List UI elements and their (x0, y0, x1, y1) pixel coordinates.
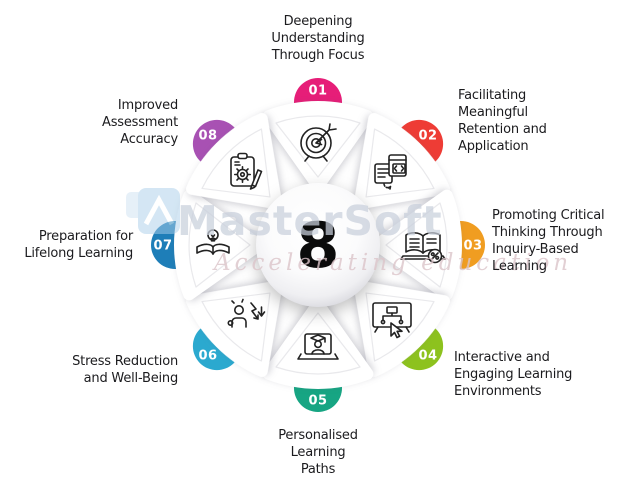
label-line: Understanding (271, 31, 365, 46)
label-line: Paths (300, 462, 336, 477)
stress-reduction-icon (227, 298, 266, 328)
badge-number-01: 01 (308, 84, 327, 99)
label-deepening-understanding: Deepening Understanding Through Focus (271, 13, 364, 64)
label-line: Application (458, 139, 529, 154)
label-line: Engaging Learning (454, 367, 573, 382)
label-critical-thinking: Promoting Critical Thinking Through Inqu… (492, 207, 605, 275)
label-line: Thinking Through (492, 225, 603, 240)
label-line: Facilitating (458, 88, 527, 103)
label-line: Deepening (283, 14, 353, 29)
label-meaningful-retention: Facilitating Meaningful Retention and Ap… (458, 87, 547, 155)
target-focus-icon (300, 123, 337, 162)
badge-number-06: 06 (198, 349, 217, 364)
petal-04 (325, 252, 471, 398)
badge-number-07: 07 (153, 239, 172, 254)
label-personalised-paths: Personalised Learning Paths (278, 427, 358, 478)
label-line: Interactive and (454, 350, 550, 365)
label-stress-reduction: Stress Reduction and Well-Being (72, 353, 178, 387)
label-line: Improved (117, 98, 178, 113)
clipboard-gear-icon (230, 152, 263, 190)
petal-05 (269, 304, 368, 412)
code-screens-icon (374, 154, 407, 190)
petal-08 (165, 92, 311, 238)
label-line: Meaningful (458, 105, 528, 120)
label-line: Preparation for (38, 229, 133, 244)
center-ball (256, 183, 380, 307)
label-line: Environments (454, 384, 542, 399)
badge-number-03: 03 (463, 239, 482, 254)
label-line: Stress Reduction (72, 354, 178, 369)
label-line: Promoting Critical (492, 208, 605, 223)
label-line: Accuracy (120, 132, 178, 147)
label-line: and Well-Being (83, 371, 179, 386)
badge-number-08: 08 (198, 129, 217, 144)
badge-number-04: 04 (418, 349, 437, 364)
label-line: Lifelong Learning (24, 246, 133, 261)
label-lifelong-learning: Preparation for Lifelong Learning (24, 228, 133, 262)
petal-06 (165, 252, 311, 398)
petal-01 (269, 78, 368, 186)
label-assessment-accuracy: Improved Assessment Accuracy (102, 97, 178, 148)
label-line: Inquiry-Based (492, 242, 579, 257)
online-learner-icon (297, 333, 339, 360)
label-engaging-environments: Interactive and Engaging Learning Enviro… (454, 349, 572, 400)
label-line: Learning (290, 445, 346, 460)
interactive-screen-icon (372, 302, 412, 339)
open-book-percent-icon (400, 232, 446, 264)
badge-number-05: 05 (308, 394, 327, 409)
petal-03 (377, 196, 485, 295)
label-line: Assessment (102, 115, 178, 130)
center-number: 8 (296, 209, 339, 282)
label-line: Personalised (278, 428, 358, 443)
label-line: Retention and (458, 122, 547, 137)
book-lightbulb-icon (196, 229, 230, 255)
label-line: Learning (492, 259, 547, 274)
badge-number-02: 02 (418, 129, 437, 144)
petal-02 (325, 92, 471, 238)
label-line: Through Focus (271, 48, 365, 63)
